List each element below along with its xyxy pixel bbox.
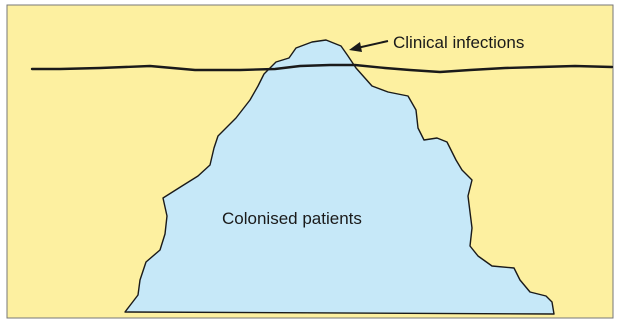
colonised-patients-label: Colonised patients (222, 209, 362, 228)
clinical-infections-label: Clinical infections (393, 33, 524, 52)
